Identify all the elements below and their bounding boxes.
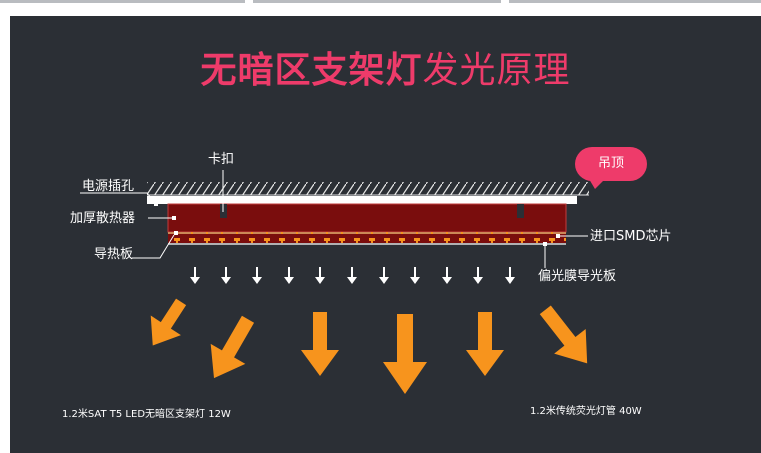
- dot-light-guide: [543, 242, 547, 246]
- label-heatsink: 加厚散热器: [70, 211, 136, 226]
- down-arrow-icon: [410, 267, 420, 284]
- ceiling-surface: [147, 182, 589, 204]
- fixture-diagram: [80, 170, 589, 394]
- top-bar: [0, 0, 761, 16]
- top-divider: [0, 0, 245, 3]
- arrow-down-left-icon: [210, 315, 255, 379]
- arrow-down-right-icon: [539, 305, 588, 364]
- large-light-arrows: [150, 298, 588, 394]
- diagram-panel: 无暗区支架灯发光原理: [10, 16, 761, 453]
- down-arrow-icon: [315, 267, 325, 284]
- caption-right: 1.2米传统荧光灯管 40W: [530, 406, 642, 417]
- arrow-down-icon: [383, 314, 427, 394]
- leader-lines: [80, 192, 588, 268]
- arrow-down-icon: [301, 312, 339, 376]
- top-divider: [253, 0, 501, 3]
- title-highlight: 无暗区支架灯: [200, 50, 423, 91]
- fixture-body: [167, 170, 567, 245]
- down-arrow-icon: [442, 267, 452, 284]
- title-normal: 发光原理: [422, 50, 571, 91]
- arrow-down-icon: [466, 312, 504, 376]
- label-light-guide: 偏光膜导光板: [538, 269, 617, 284]
- page-title: 无暗区支架灯发光原理: [10, 49, 761, 93]
- caption-left: 1.2米SAT T5 LED无暗区支架灯 12W: [62, 409, 231, 420]
- dot-heat-plate: [174, 231, 178, 235]
- dot-heatsink: [172, 216, 176, 220]
- dot-smd-chip: [556, 234, 560, 238]
- down-arrow-icon: [190, 267, 200, 284]
- small-light-arrows: [190, 267, 515, 284]
- down-arrow-icon: [379, 267, 389, 284]
- arrow-down-left-icon: [150, 298, 187, 346]
- label-smd-chip: 进口SMD芯片: [590, 229, 672, 244]
- down-arrow-icon: [252, 267, 262, 284]
- label-power-hole: 电源插孔: [82, 179, 135, 194]
- label-clip: 卡扣: [208, 152, 235, 167]
- down-arrow-icon: [284, 267, 294, 284]
- ceiling-bubble: 吊顶: [575, 147, 647, 189]
- dot-power-hole: [154, 202, 158, 206]
- down-arrow-icon: [505, 267, 515, 284]
- connector-dots: [154, 202, 560, 246]
- top-divider: [509, 0, 761, 3]
- label-heat-plate: 导热板: [94, 247, 134, 262]
- down-arrow-icon: [473, 267, 483, 284]
- down-arrow-icon: [347, 267, 357, 284]
- down-arrow-icon: [221, 267, 231, 284]
